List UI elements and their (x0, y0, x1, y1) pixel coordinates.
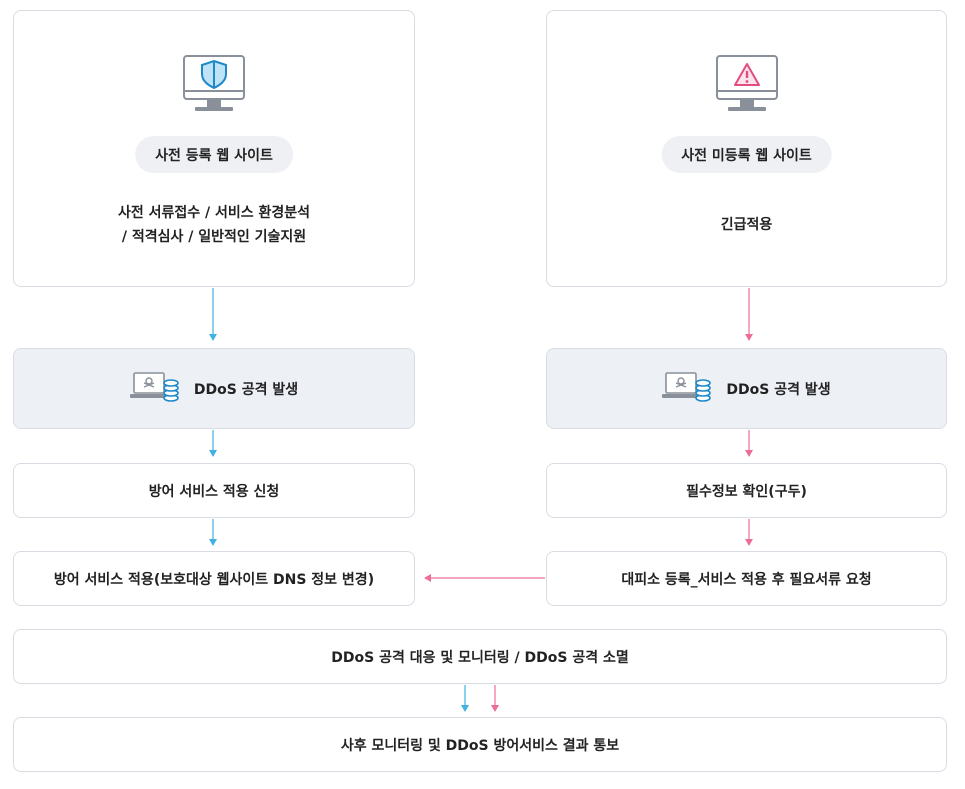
report-box: 사후 모니터링 및 DDoS 방어서비스 결과 통보 (13, 717, 947, 772)
left-apply-box: 방어 서비스 적용 신청 (13, 463, 415, 518)
unregistered-site-desc: 긴급적용 (720, 217, 773, 233)
arrowhead-pink-4 (491, 705, 499, 712)
warning-monitor-icon (715, 55, 778, 119)
right-request-box: 대피소 등록_서비스 적용 후 필요서류 요청 (546, 551, 947, 606)
shield-monitor-icon (183, 55, 245, 119)
left-ddos-attack-label: DDoS 공격 발생 (193, 381, 299, 398)
arrowhead-blue-4 (461, 705, 469, 712)
arrowhead-blue-1 (209, 334, 217, 341)
unregistered-site-card: 사전 미등록 웹 사이트 긴급적용 (546, 10, 947, 287)
left-applied-box: 방어 서비스 적용(보호대상 웹사이트 DNS 정보 변경) (13, 551, 415, 606)
right-request-label: 대피소 등록_서비스 적용 후 필요서류 요청 (621, 571, 872, 588)
right-ddos-attack-label: DDoS 공격 발생 (726, 381, 831, 398)
arrowhead-blue-2 (209, 450, 217, 457)
registered-site-label: 사전 등록 웹 사이트 (135, 136, 293, 173)
arrowhead-blue-3 (209, 539, 217, 546)
arrowhead-pink-3 (745, 539, 753, 546)
laptop-database-icon (662, 371, 712, 407)
left-apply-label: 방어 서비스 적용 신청 (148, 483, 280, 500)
unregistered-site-label: 사전 미등록 웹 사이트 (661, 136, 832, 173)
right-check-label: 필수정보 확인(구두) (686, 483, 807, 500)
arrowhead-pink-2 (745, 450, 753, 457)
registered-site-card: 사전 등록 웹 사이트 사전 서류접수 / 서비스 환경분석 / 적격심사 / … (13, 10, 415, 287)
right-ddos-attack-box: DDoS 공격 발생 (546, 348, 947, 429)
registered-site-desc-line2: / 적격심사 / 일반적인 기술지원 (121, 229, 307, 245)
left-applied-label: 방어 서비스 적용(보호대상 웹사이트 DNS 정보 변경) (53, 571, 375, 588)
right-check-box: 필수정보 확인(구두) (546, 463, 947, 518)
laptop-database-icon (129, 371, 180, 407)
report-label: 사후 모니터링 및 DDoS 방어서비스 결과 통보 (340, 737, 620, 754)
registered-site-desc-line1: 사전 서류접수 / 서비스 환경분석 (117, 205, 311, 221)
arrowhead-pink-horizontal (424, 574, 431, 582)
response-box: DDoS 공격 대응 및 모니터링 / DDoS 공격 소멸 (13, 629, 947, 684)
arrowhead-pink-1 (745, 334, 753, 341)
response-label: DDoS 공격 대응 및 모니터링 / DDoS 공격 소멸 (331, 649, 629, 666)
left-ddos-attack-box: DDoS 공격 발생 (13, 348, 415, 429)
